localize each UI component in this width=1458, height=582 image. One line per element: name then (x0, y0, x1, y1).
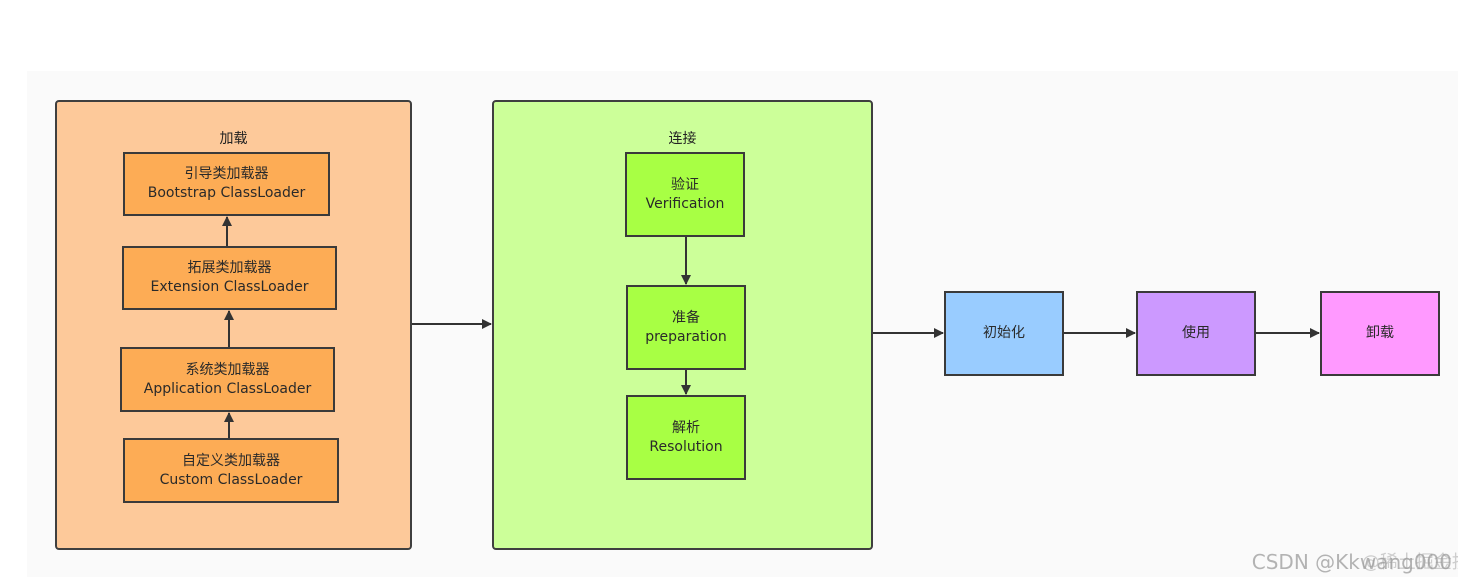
watermark: CSDN @Kkwang000 @稀土掘金技术社区 (1251, 550, 1458, 574)
loading-group-title: 加载 (219, 131, 248, 147)
verification-cn: 验证 (671, 176, 699, 193)
initialization-box: 初始化 (944, 291, 1064, 376)
bootstrap-classloader-en: Bootstrap ClassLoader (147, 185, 306, 201)
using-label: 使用 (1182, 325, 1210, 341)
verification-en: Verification (645, 195, 725, 212)
verification-box: 验证 Verification (625, 152, 745, 237)
preparation-box: 准备 preparation (626, 285, 746, 370)
extension-classloader-cn: 拓展类加载器 (187, 260, 272, 276)
unloading-box: 卸载 (1320, 291, 1440, 376)
custom-classloader-cn: 自定义类加载器 (182, 452, 280, 469)
application-classloader-box: 系统类加载器 Application ClassLoader (120, 347, 335, 412)
application-classloader-cn: 系统类加载器 (185, 361, 270, 378)
linking-group-title: 连接 (668, 131, 697, 147)
using-box: 使用 (1136, 291, 1256, 376)
preparation-cn: 准备 (672, 309, 700, 326)
custom-classloader-box: 自定义类加载器 Custom ClassLoader (123, 438, 339, 503)
extension-classloader-en: Extension ClassLoader (150, 279, 309, 295)
initialization-label: 初始化 (983, 325, 1025, 341)
bootstrap-classloader-cn: 引导类加载器 (184, 166, 269, 182)
unloading-label: 卸载 (1366, 325, 1394, 341)
bootstrap-classloader-box: 引导类加载器 Bootstrap ClassLoader (123, 152, 330, 216)
resolution-en: Resolution (649, 438, 723, 455)
extension-classloader-box: 拓展类加载器 Extension ClassLoader (122, 246, 337, 310)
preparation-en: preparation (645, 328, 727, 345)
custom-classloader-en: Custom ClassLoader (159, 471, 303, 488)
watermark-overlay: @稀土掘金技术社区 (1361, 552, 1458, 573)
resolution-box: 解析 Resolution (626, 395, 746, 480)
application-classloader-en: Application ClassLoader (143, 380, 312, 397)
watermark-text: CSDN @Kkwang000 (1251, 550, 1452, 574)
resolution-cn: 解析 (672, 419, 700, 436)
